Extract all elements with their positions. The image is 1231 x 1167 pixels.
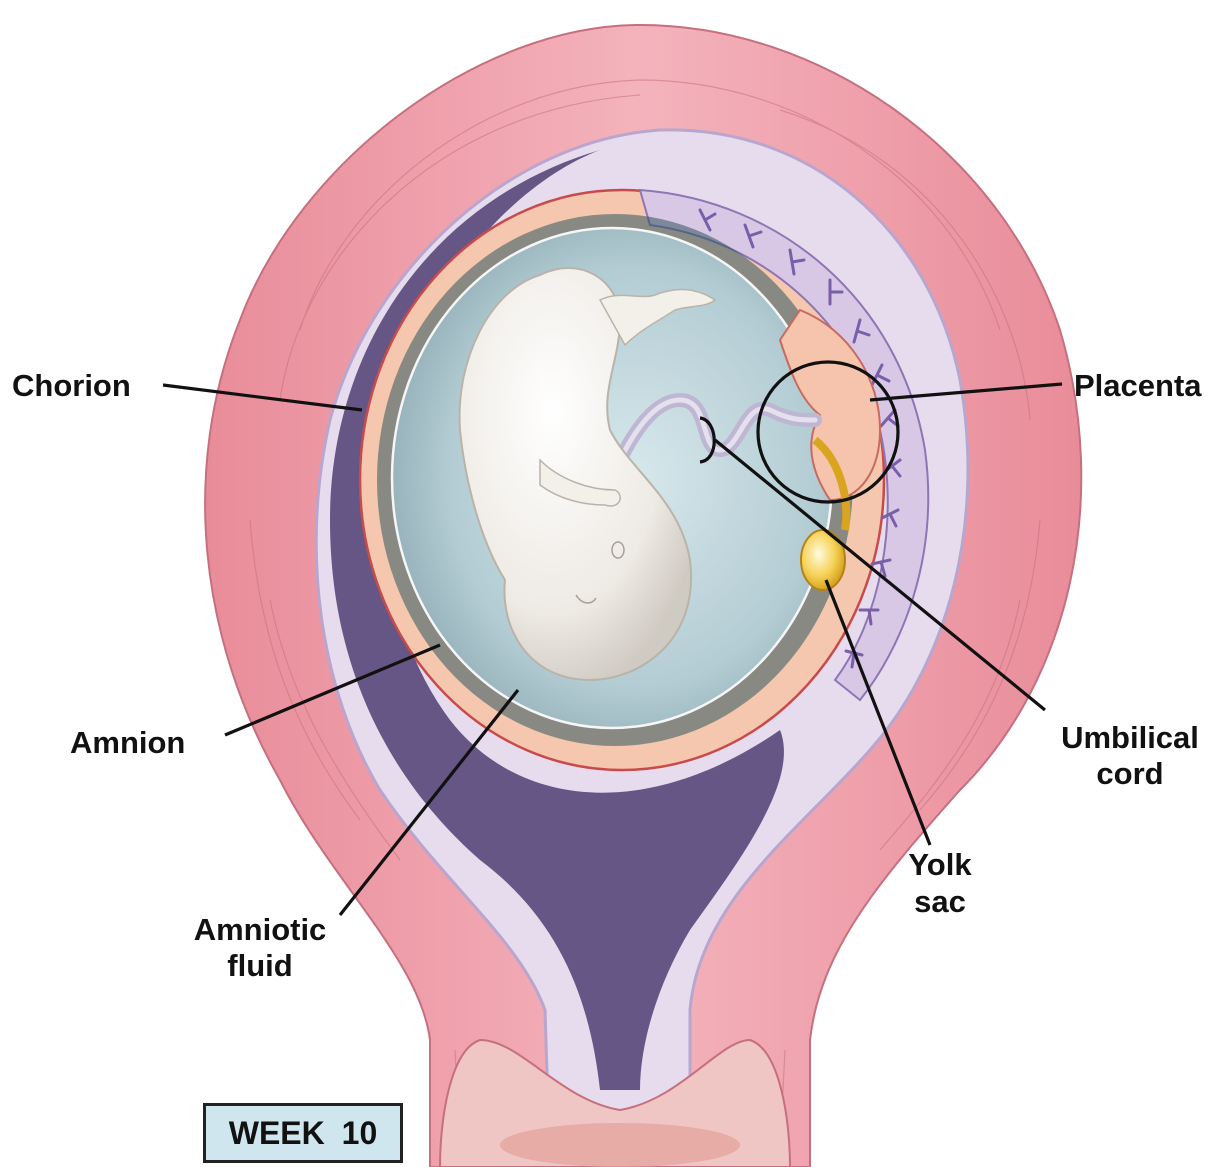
label-yolk-sac-line1: Yolk [908, 847, 972, 882]
label-chorion: Chorion [12, 368, 131, 403]
label-amniotic-fluid-line1: Amniotic [194, 912, 327, 947]
label-placenta: Placenta [1074, 368, 1202, 403]
label-yolk-sac-line2: sac [914, 884, 966, 919]
label-amniotic-fluid-line2: fluid [227, 948, 292, 983]
stage-label: WEEK 10 [229, 1115, 377, 1152]
label-umbilical-line2: cord [1096, 756, 1163, 791]
label-amnion: Amnion [70, 725, 185, 760]
label-umbilical-line1: Umbilical [1061, 720, 1199, 755]
stage-box: WEEK 10 [203, 1103, 403, 1163]
